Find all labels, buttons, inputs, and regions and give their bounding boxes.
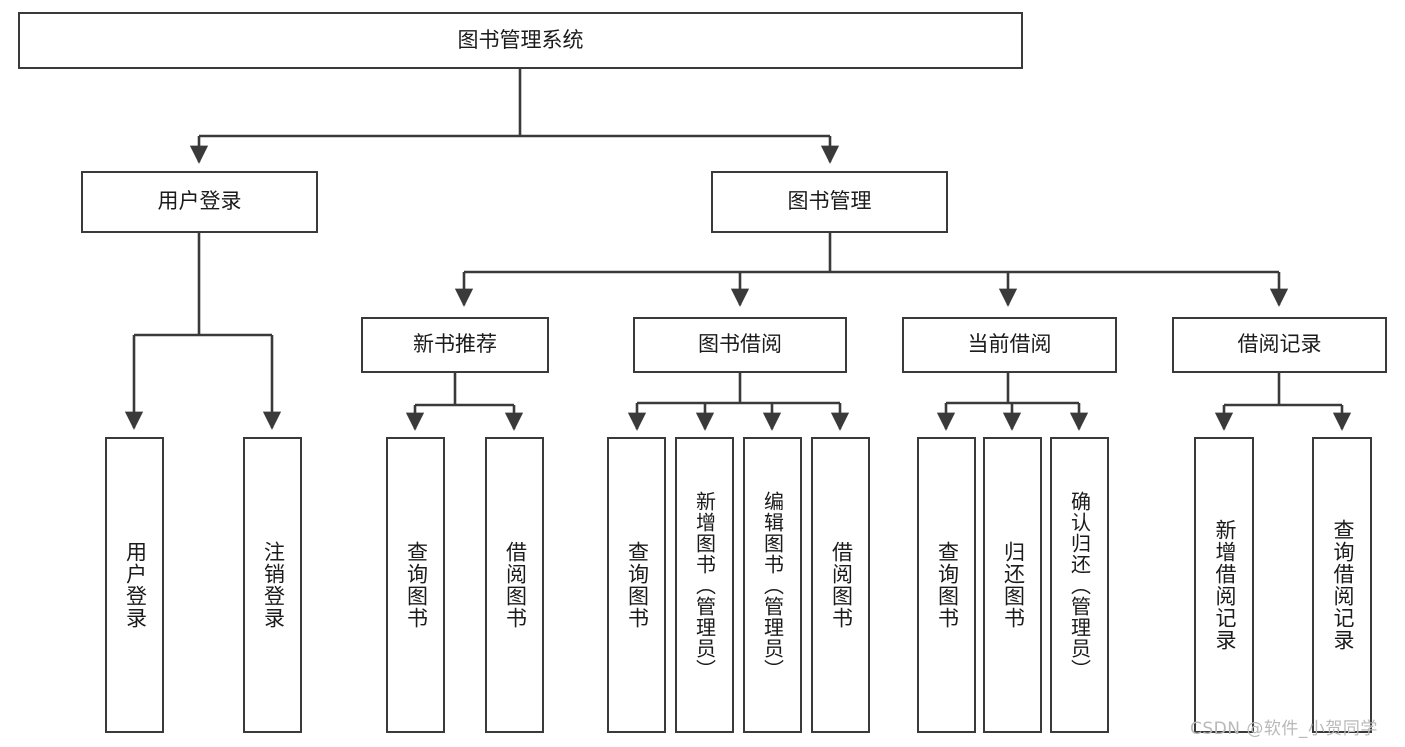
node-leaf-return-book[interactable]: 归还图书 xyxy=(983,437,1042,733)
node-label: 图书借阅 xyxy=(698,332,782,357)
node-label: 查询图书 xyxy=(935,541,960,629)
node-label: 图书管理 xyxy=(787,189,872,214)
node-label: 查询图书 xyxy=(625,541,650,629)
node-user-login[interactable]: 用户登录 xyxy=(81,171,318,233)
node-label: 借阅图书 xyxy=(503,541,528,629)
node-label: 用户登录 xyxy=(123,541,148,629)
node-label: 图书管理系统 xyxy=(457,27,584,52)
node-leaf-add-borrow-record[interactable]: 新增借阅记录 xyxy=(1194,437,1254,733)
node-leaf-query-borrow-record[interactable]: 查询借阅记录 xyxy=(1312,437,1372,733)
node-label: 借阅图书 xyxy=(829,541,854,629)
node-leaf-edit-book-admin[interactable]: 编辑图书（管理员） xyxy=(743,437,802,733)
node-label: 用户登录 xyxy=(157,189,242,214)
node-label: 查询借阅记录 xyxy=(1330,519,1355,651)
node-label: 新书推荐 xyxy=(413,332,497,357)
node-leaf-borrow-book-borrow[interactable]: 借阅图书 xyxy=(811,437,870,733)
node-label: 当前借阅 xyxy=(967,332,1052,357)
node-label: 借阅记录 xyxy=(1237,332,1322,357)
node-label: 查询图书 xyxy=(404,541,429,629)
node-leaf-query-book-current[interactable]: 查询图书 xyxy=(917,437,976,733)
node-leaf-logout-login[interactable]: 注销登录 xyxy=(243,437,302,733)
node-label: 编辑图书（管理员） xyxy=(760,490,785,680)
node-label: 归还图书 xyxy=(1001,541,1026,629)
node-borrow-record[interactable]: 借阅记录 xyxy=(1172,317,1387,373)
watermark: CSDN @软件_小贺同学 xyxy=(1190,719,1378,739)
node-book-management[interactable]: 图书管理 xyxy=(711,171,948,233)
node-leaf-user-login[interactable]: 用户登录 xyxy=(105,437,164,733)
node-current-borrow[interactable]: 当前借阅 xyxy=(902,317,1117,373)
node-root-book-management-system[interactable]: 图书管理系统 xyxy=(18,12,1023,69)
node-label: 新增图书（管理员） xyxy=(692,490,717,680)
node-label: 注销登录 xyxy=(261,541,286,629)
node-leaf-borrow-book-recommend[interactable]: 借阅图书 xyxy=(485,437,544,733)
node-book-borrow[interactable]: 图书借阅 xyxy=(633,317,847,373)
node-leaf-query-book-borrow[interactable]: 查询图书 xyxy=(607,437,666,733)
node-leaf-query-book-recommend[interactable]: 查询图书 xyxy=(386,437,445,733)
node-leaf-confirm-return-admin[interactable]: 确认归还（管理员） xyxy=(1050,437,1109,733)
node-label: 新增借阅记录 xyxy=(1212,519,1237,651)
node-label: 确认归还（管理员） xyxy=(1067,490,1092,680)
node-new-book-recommend[interactable]: 新书推荐 xyxy=(361,317,549,373)
node-leaf-add-book-admin[interactable]: 新增图书（管理员） xyxy=(675,437,734,733)
